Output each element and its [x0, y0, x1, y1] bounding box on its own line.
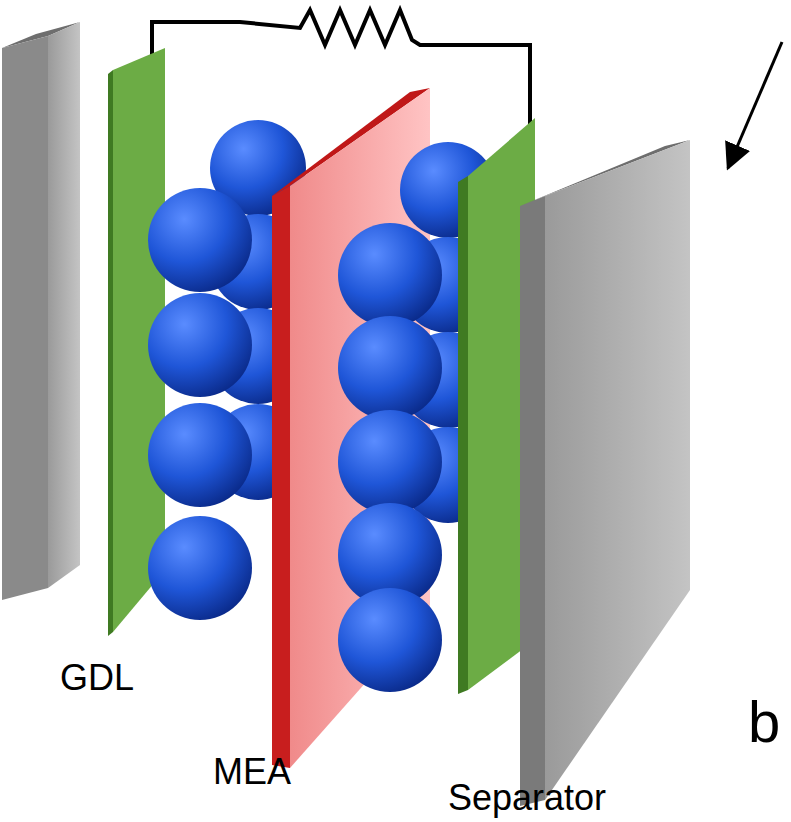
separator-plate: [2, 22, 80, 600]
part-label: Separator: [448, 778, 606, 818]
separator-plate: [520, 140, 690, 806]
pointer-arrow: [728, 42, 782, 168]
part-label: GDL: [60, 658, 134, 698]
panel-label: b: [748, 690, 780, 754]
part-label: MEA: [213, 752, 291, 792]
